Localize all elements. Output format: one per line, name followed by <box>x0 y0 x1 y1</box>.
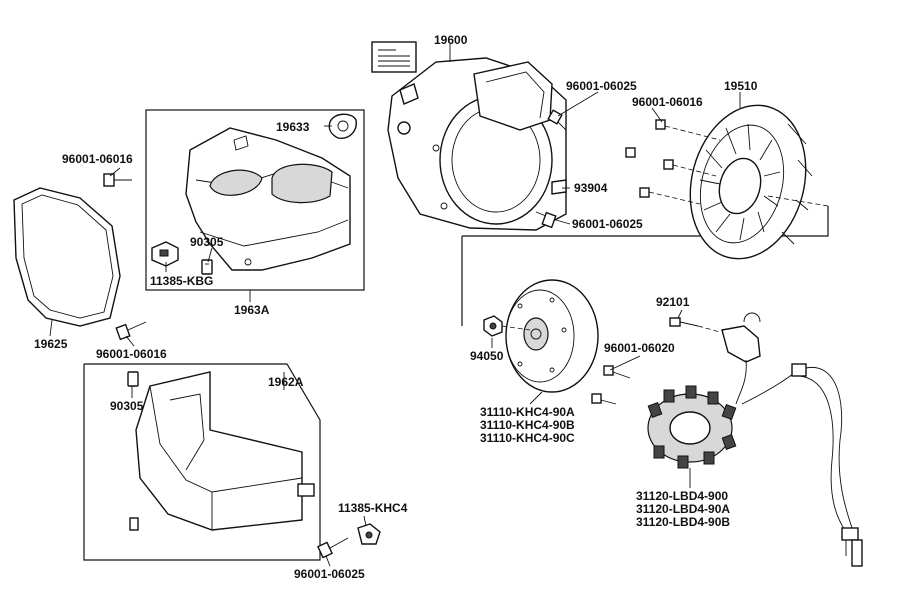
cap-19633 <box>328 113 357 139</box>
group-box-1963A <box>145 109 365 291</box>
cooling-fan-19510 <box>689 104 813 260</box>
fan-cover-19600 <box>387 57 567 231</box>
label-93904: 93904 <box>574 181 608 195</box>
stator-31120 <box>647 385 737 469</box>
gasket-19625 <box>13 187 121 327</box>
shroud-1963A <box>185 127 351 271</box>
bolt-96001-06016-bottom <box>115 321 147 341</box>
label-96001-06020: 96001-06020 <box>604 341 675 355</box>
screw-92101 <box>669 317 721 333</box>
group-box-1962A <box>83 363 321 561</box>
bolt-96001-06025-bottom <box>317 537 349 559</box>
flywheel-31110 <box>505 279 599 393</box>
grommet-11385-KHC4 <box>357 523 381 545</box>
label-96001-06025-bottom: 96001-06025 <box>294 567 365 581</box>
label-11385-KBG: 11385-KBG <box>150 274 213 288</box>
label-19633: 19633 <box>276 120 310 134</box>
clip-90305-bottom <box>127 371 139 387</box>
label-92101: 92101 <box>656 295 690 309</box>
label-31110-KHC4-90B: 31110-KHC4-90B <box>480 418 575 432</box>
grommet-11385-KBG <box>151 241 179 267</box>
label-96001-06025-top: 96001-06025 <box>566 79 637 93</box>
clip-93904 <box>551 179 567 195</box>
label-94050: 94050 <box>470 349 504 363</box>
label-96001-06016-bottom: 96001-06016 <box>96 347 167 361</box>
label-31120-LBD4-90A: 31120-LBD4-90A <box>636 502 730 516</box>
shroud-1962A <box>135 371 315 531</box>
leader-lines <box>49 44 741 567</box>
label-31110-KHC4-90C: 31110-KHC4-90C <box>480 431 575 445</box>
nut-94050 <box>483 315 531 337</box>
warning-label <box>371 41 417 73</box>
label-96001-06016-right: 96001-06016 <box>632 95 703 109</box>
label-31120-LBD4-900: 31120-LBD4-900 <box>636 489 728 503</box>
clip-90305-top <box>201 259 213 275</box>
label-90305-bottom: 90305 <box>110 399 144 413</box>
label-1962A: 1962A <box>268 375 304 389</box>
label-96001-06025-mid: 96001-06025 <box>572 217 643 231</box>
label-96001-06016-left: 96001-06016 <box>62 152 133 166</box>
label-19600: 19600 <box>434 33 468 47</box>
bolt-96001-06016-left <box>103 173 132 187</box>
label-31110-KHC4-90A: 31110-KHC4-90A <box>480 405 575 419</box>
bolt-96001-06025-mid <box>535 211 557 229</box>
fan-axis-line <box>767 195 829 207</box>
pickup-coil-wiring <box>721 312 863 567</box>
label-1963A: 1963A <box>234 303 270 317</box>
group-box-generator <box>462 206 829 237</box>
label-19510: 19510 <box>724 79 758 93</box>
bolts-96001-06020 <box>591 365 631 405</box>
label-11385-KHC4: 11385-KHC4 <box>338 501 408 515</box>
label-19625: 19625 <box>34 337 68 351</box>
clip-lower <box>129 517 139 531</box>
label-90305-top: 90305 <box>190 235 224 249</box>
bolt-96001-06025-top <box>547 109 567 131</box>
label-31120-LBD4-90B: 31120-LBD4-90B <box>636 515 730 529</box>
